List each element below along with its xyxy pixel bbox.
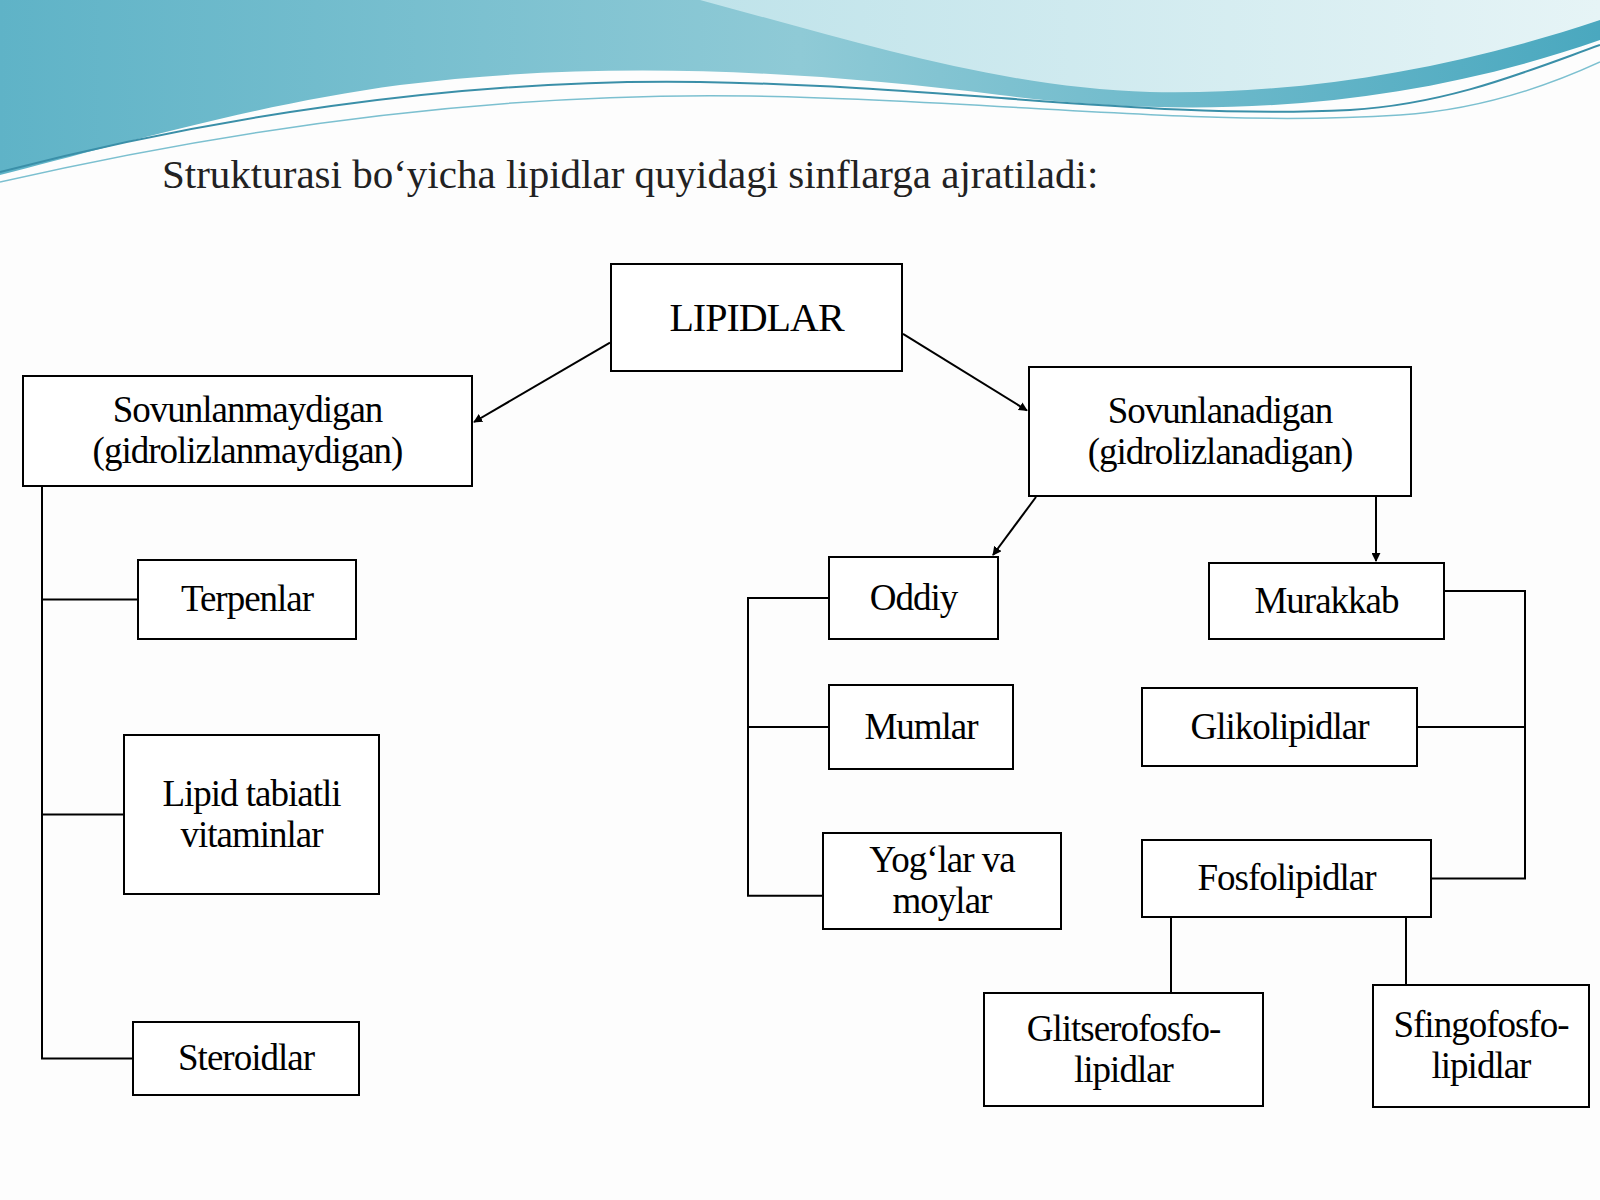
connector — [903, 334, 1027, 411]
class-box: Sovunlanmaydigan (gidrolizlanmaydigan) — [22, 375, 473, 487]
wave-highlight — [700, 0, 1600, 92]
connector — [748, 598, 828, 727]
class-box: Steroidlar — [132, 1021, 360, 1096]
connector — [993, 497, 1036, 555]
connector — [748, 598, 828, 896]
connector — [1432, 591, 1525, 879]
class-box: Glitserofosfo- lipidlar — [983, 992, 1264, 1107]
box-label: Steroidlar — [178, 1038, 314, 1079]
box-label: LIPIDLAR — [669, 296, 843, 340]
connector — [1170, 918, 1172, 992]
wave-band — [0, 0, 1600, 175]
slide-title: Strukturasi bo‘yicha lipidlar quyidagi s… — [162, 150, 1098, 198]
box-label: Fosfolipidlar — [1197, 858, 1375, 899]
class-box: Lipid tabiatli vitaminlar — [123, 734, 380, 895]
connector — [42, 487, 132, 1059]
box-label: Oddiy — [870, 578, 958, 619]
box-label: Murakkab — [1254, 581, 1398, 622]
connector — [42, 487, 123, 815]
connector — [1375, 497, 1377, 561]
class-box: Terpenlar — [137, 559, 357, 640]
class-box: Sovunlanadigan (gidrolizlanadigan) — [1028, 366, 1412, 497]
class-box: Glikolipidlar — [1141, 687, 1418, 767]
class-box: Oddiy — [828, 556, 999, 640]
class-box: Fosfolipidlar — [1141, 839, 1432, 918]
box-label: Mumlar — [864, 707, 977, 748]
box-label: Sfingofosfo- lipidlar — [1386, 1005, 1576, 1086]
box-label: Glikolipidlar — [1190, 707, 1368, 748]
box-label: Terpenlar — [181, 579, 313, 620]
connector — [474, 343, 610, 422]
box-label: Sovunlanadigan (gidrolizlanadigan) — [1042, 391, 1398, 472]
class-box: Yogʻlar va moylar — [822, 832, 1062, 930]
class-box: LIPIDLAR — [610, 263, 903, 372]
box-label: Glitserofosfo- lipidlar — [997, 1009, 1250, 1090]
box-label: Sovunlanmaydigan (gidrolizlanmaydigan) — [36, 390, 459, 471]
box-label: Yogʻlar va moylar — [836, 840, 1048, 921]
connector — [42, 487, 137, 600]
connector — [1405, 918, 1407, 984]
class-box: Murakkab — [1208, 562, 1445, 640]
class-box: Sfingofosfo- lipidlar — [1372, 984, 1590, 1108]
box-label: Lipid tabiatli vitaminlar — [137, 774, 366, 855]
class-box: Mumlar — [828, 684, 1014, 770]
